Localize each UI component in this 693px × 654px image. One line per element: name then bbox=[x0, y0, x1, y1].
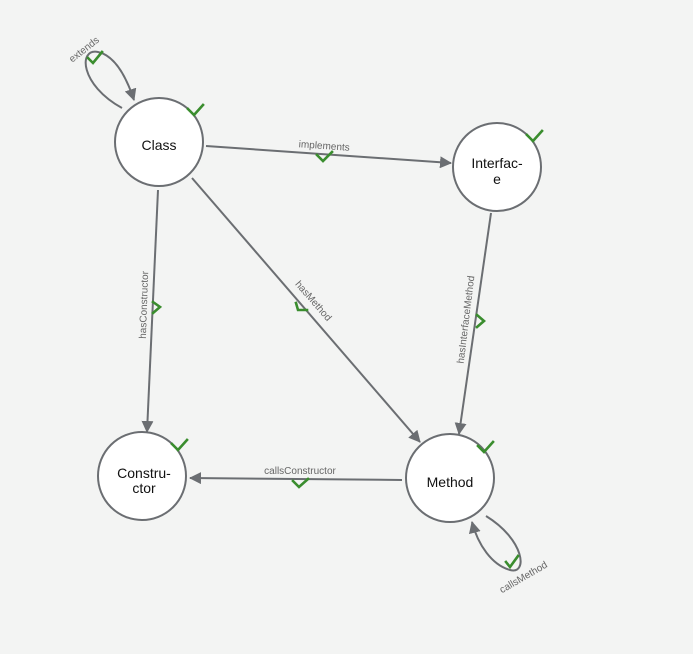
checkmark-icon bbox=[504, 554, 520, 570]
node-label-interface-line2: e bbox=[493, 171, 501, 187]
checkmark-icon bbox=[86, 50, 104, 65]
node-constructor[interactable]: Constru- ctor bbox=[97, 431, 189, 521]
checkmark-icon bbox=[186, 103, 205, 117]
checkmark-icon bbox=[170, 438, 189, 452]
checkmark-icon bbox=[315, 150, 334, 163]
edge-label-hasConstructor: hasConstructor bbox=[138, 270, 151, 339]
edge-hasConstructor[interactable]: hasConstructor bbox=[138, 189, 163, 433]
edge-label-callsConstructor: callsConstructor bbox=[264, 466, 336, 477]
edge-callsConstructor[interactable]: callsConstructor bbox=[189, 466, 403, 489]
node-label-interface-line1: Interfac- bbox=[471, 155, 523, 171]
edge-label-hasInterfaceMethod: hasInterfaceMethod bbox=[456, 275, 478, 364]
node-label-constructor-line2: ctor bbox=[132, 480, 156, 496]
checkmark-icon bbox=[525, 129, 544, 143]
node-label-class: Class bbox=[141, 137, 176, 153]
checkmark-icon bbox=[294, 301, 309, 312]
checkmark-icon bbox=[475, 313, 486, 329]
edge-label-callsMethod: callsMethod bbox=[498, 560, 550, 596]
edge-implements[interactable]: implements bbox=[205, 139, 452, 169]
edge-extends[interactable]: extends bbox=[67, 35, 137, 109]
checkmark-icon bbox=[151, 300, 163, 315]
edge-hasMethod[interactable]: hasMethod bbox=[191, 177, 421, 443]
node-label-method: Method bbox=[427, 474, 474, 490]
edge-hasInterfaceMethod[interactable]: hasInterfaceMethod bbox=[454, 212, 492, 435]
checkmark-icon bbox=[476, 440, 495, 454]
node-interface[interactable]: Interfac- e bbox=[452, 122, 544, 212]
edge-label-implements: implements bbox=[298, 139, 350, 154]
node-label-constructor-line1: Constru- bbox=[117, 465, 171, 481]
node-class[interactable]: Class bbox=[114, 97, 205, 187]
checkmark-icon bbox=[291, 477, 310, 489]
node-method[interactable]: Method bbox=[405, 433, 495, 523]
edge-callsMethod[interactable]: callsMethod bbox=[468, 515, 550, 596]
